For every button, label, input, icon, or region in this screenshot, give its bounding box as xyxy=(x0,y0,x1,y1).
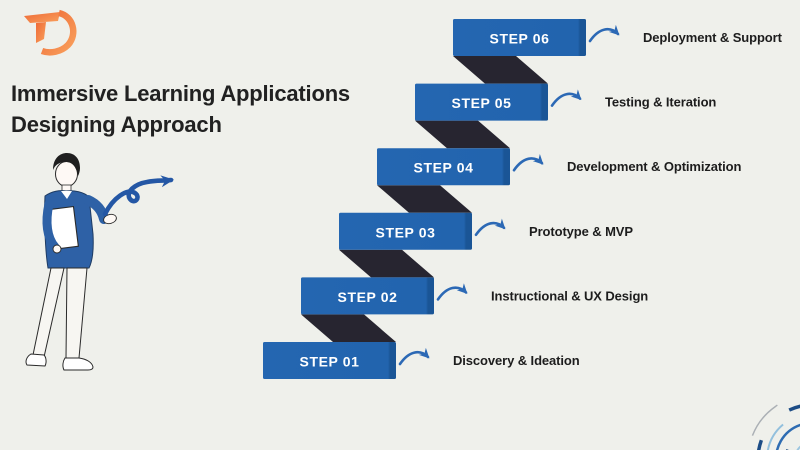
concentric-circles-icon xyxy=(747,394,800,450)
step-box-4 xyxy=(377,148,510,186)
step-label-1: STEP 01 xyxy=(300,354,360,370)
step-description-6: Deployment & Support xyxy=(643,30,783,45)
step-description-2: Instructional & UX Design xyxy=(491,288,648,303)
man-with-clipboard-illustration xyxy=(25,153,117,371)
step-description-5: Testing & Iteration xyxy=(605,95,716,110)
person-right-leg xyxy=(65,267,88,359)
step-box-2 xyxy=(301,277,434,315)
curved-arrow-icon xyxy=(550,89,582,107)
step-label-4: STEP 04 xyxy=(414,160,474,176)
looped-arrow-icon xyxy=(102,175,174,217)
step-label-6: STEP 06 xyxy=(490,31,550,47)
step-label-2: STEP 02 xyxy=(338,289,398,305)
person-hair xyxy=(53,153,80,176)
curved-arrow-icon xyxy=(588,24,620,43)
step-box-1 xyxy=(263,342,396,379)
step-box-5 xyxy=(415,83,548,121)
ribbon-fold-1 xyxy=(301,314,396,342)
person-right-hand xyxy=(103,213,117,225)
ribbon-fold-5 xyxy=(453,56,548,84)
steps-staircase: STEP 01 Discovery & Ideation STEP 02 Instru… xyxy=(263,19,783,379)
title-line-2: Designing Approach xyxy=(11,112,222,137)
step-description-3: Prototype & MVP xyxy=(529,224,633,239)
person-left-arm xyxy=(42,199,60,252)
step-box-6 xyxy=(453,19,586,56)
title-line-1: Immersive Learning Applications xyxy=(11,81,350,106)
step-description-1: Discovery & Ideation xyxy=(453,353,580,368)
ribbon-fold-4 xyxy=(415,120,510,149)
step-label-3: STEP 03 xyxy=(376,224,436,240)
person-right-shoe xyxy=(62,357,94,371)
person-left-hand xyxy=(52,244,62,254)
ribbon-fold-3 xyxy=(377,185,472,213)
step-description-4: Development & Optimization xyxy=(567,159,742,174)
ribbon-fold-2 xyxy=(339,249,434,278)
person-left-shoe xyxy=(25,353,47,367)
curved-arrow-icon xyxy=(398,347,430,366)
page-title: Immersive Learning Applications Designin… xyxy=(11,78,350,140)
person-left-leg xyxy=(32,267,65,358)
curved-arrow-icon xyxy=(512,154,544,172)
person-right-arm xyxy=(83,195,109,224)
curved-arrow-icon xyxy=(436,283,468,301)
step-label-5: STEP 05 xyxy=(452,95,512,111)
person-collar xyxy=(61,191,72,199)
step-box-3 xyxy=(339,212,472,250)
curved-arrow-icon xyxy=(474,218,506,237)
td-logo xyxy=(24,9,77,56)
